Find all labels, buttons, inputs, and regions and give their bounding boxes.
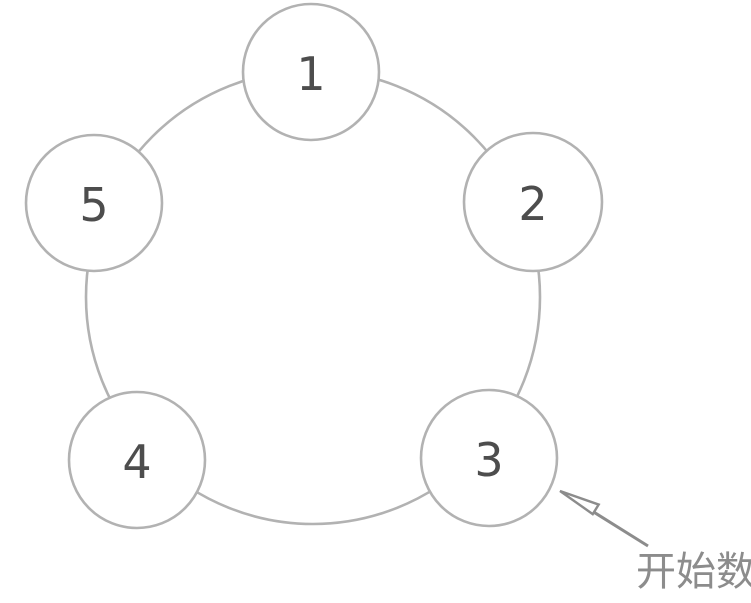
node-circle-4[interactable]	[67, 390, 207, 530]
node-label-3: 3	[474, 433, 503, 487]
node-circle-3[interactable]	[419, 388, 559, 528]
start-annotation-label: 开始数	[636, 549, 751, 595]
node-group-3[interactable]: 3	[419, 388, 559, 528]
node-group-5[interactable]: 5	[24, 133, 164, 273]
node-circle-2[interactable]	[462, 131, 604, 273]
arrow-head-icon	[559, 489, 601, 516]
node-group-4[interactable]: 4	[67, 390, 207, 530]
start-annotation-arrow	[559, 489, 649, 548]
node-group-2[interactable]: 2	[462, 131, 604, 273]
node-group-1[interactable]: 1	[241, 2, 381, 142]
node-label-5: 5	[79, 178, 108, 232]
node-label-4: 4	[122, 435, 151, 489]
node-label-2: 2	[518, 177, 547, 231]
node-circle-5[interactable]	[24, 133, 164, 273]
node-label-1: 1	[296, 47, 325, 101]
arrow-shaft	[593, 510, 649, 548]
node-circle-1[interactable]	[241, 2, 381, 142]
